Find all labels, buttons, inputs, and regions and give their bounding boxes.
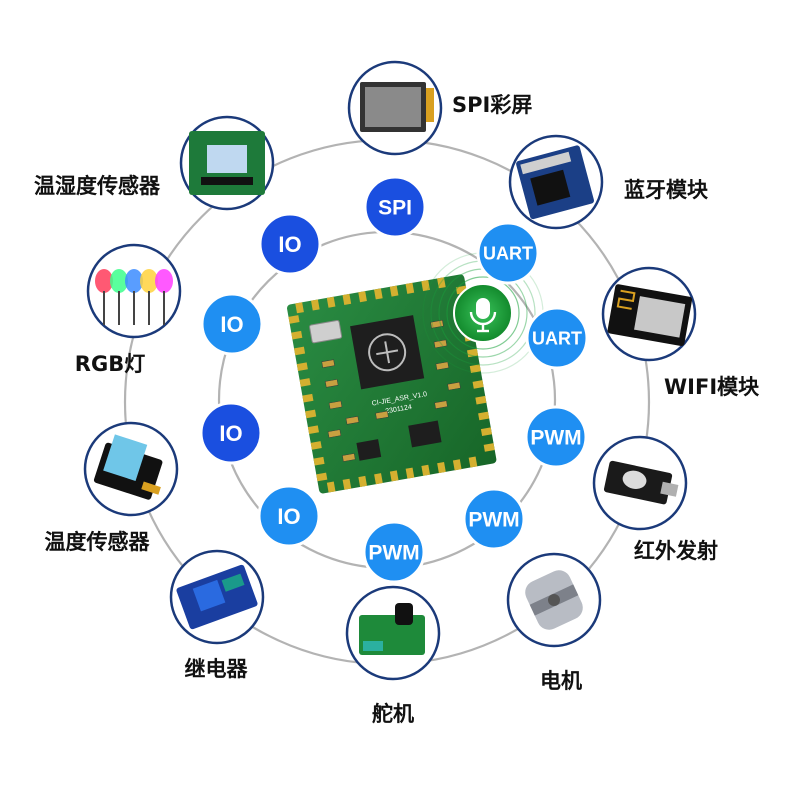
interface-node-spi: SPI	[363, 175, 427, 239]
interface-node-disc	[363, 175, 427, 239]
peripheral-wifi-module: WIFI模块	[601, 266, 760, 399]
lcd-screen-icon	[360, 82, 434, 132]
interface-node-pwm: PWM	[462, 487, 526, 551]
infrared-emitter-icon	[603, 460, 679, 505]
peripheral-temperature-sensor: 温度传感器	[45, 421, 179, 554]
interface-node-label: UART	[483, 243, 533, 263]
motor-coupling-icon	[525, 570, 583, 630]
interface-node-disc	[362, 520, 426, 584]
interface-node-disc	[199, 401, 263, 465]
pcb-edge-pads	[288, 277, 495, 493]
interface-node-disc	[524, 405, 588, 469]
board-text-2: 2301124	[385, 404, 413, 416]
peripheral-label: WIFI模块	[664, 375, 760, 399]
interface-node-disc	[258, 212, 322, 276]
humidity-sensor-icon	[189, 131, 265, 195]
regulator-chip	[408, 420, 442, 448]
interface-node-uart: UART	[525, 306, 589, 370]
temperature-sensor-icon	[93, 434, 163, 500]
peripheral-label: 温度传感器	[45, 530, 151, 554]
peripheral-label: 蓝牙模块	[624, 178, 709, 202]
interface-node-pwm: PWM	[362, 520, 426, 584]
rgb-led-icon	[95, 269, 173, 325]
interface-node-uart: UART	[476, 221, 540, 285]
interface-node-pwm: PWM	[524, 405, 588, 469]
peripheral-label: 舵机	[372, 702, 414, 726]
peripheral-humidity-sensor: 温湿度传感器	[34, 115, 275, 211]
relay-module-icon	[176, 564, 258, 630]
crystal	[309, 319, 343, 344]
interface-node-label: IO	[277, 504, 300, 529]
interface-node-label: IO	[278, 232, 301, 257]
peripheral-label: 红外发射	[634, 539, 718, 563]
small-chip	[356, 439, 382, 461]
interface-node-io: IO	[199, 401, 263, 465]
servo-board-icon	[359, 603, 425, 655]
wifi-module-icon	[607, 284, 693, 347]
interface-layer: SPI UART UART PWM PWM PWM IO IO IO IO	[199, 175, 589, 584]
interface-node-disc	[200, 292, 264, 356]
interface-node-disc	[476, 221, 540, 285]
interface-node-disc	[257, 484, 321, 548]
interface-node-io: IO	[257, 484, 321, 548]
microphone-icon	[469, 298, 497, 333]
peripheral-motor-coupling: 电机	[506, 552, 602, 693]
peripheral-servo-board: 舵机	[345, 585, 441, 726]
bluetooth-module-icon	[516, 145, 594, 220]
interface-node-label: PWM	[368, 542, 419, 565]
peripheral-label: RGB灯	[75, 352, 145, 376]
peripheral-infrared-emitter: 红外发射	[592, 435, 718, 563]
interface-node-disc	[462, 487, 526, 551]
microphone-badge	[422, 252, 544, 374]
interface-node-disc	[525, 306, 589, 370]
interface-node-label: SPI	[378, 197, 412, 220]
interface-node-label: IO	[219, 421, 242, 446]
voice-module-board: CI-JIE_ASR_V1.0 2301124	[287, 274, 497, 494]
interface-node-label: PWM	[468, 509, 519, 532]
interface-node-io: IO	[258, 212, 322, 276]
peripheral-label: 温湿度传感器	[34, 174, 161, 198]
peripheral-lcd-screen: SPI彩屏	[347, 60, 532, 156]
interface-node-io: IO	[200, 292, 264, 356]
chip-logo-icon	[368, 333, 407, 372]
peripheral-label: SPI彩屏	[452, 93, 532, 117]
peripheral-label: 继电器	[185, 657, 249, 681]
interface-node-label: UART	[532, 328, 582, 348]
peripheral-rgb-led: RGB灯	[75, 243, 182, 376]
pcb-components	[321, 319, 461, 462]
peripheral-relay-module: 继电器	[169, 549, 265, 681]
interface-node-label: PWM	[530, 427, 581, 450]
interface-node-label: IO	[220, 312, 243, 337]
peripheral-bluetooth-module: 蓝牙模块	[508, 134, 709, 230]
peripheral-label: 电机	[540, 669, 582, 693]
